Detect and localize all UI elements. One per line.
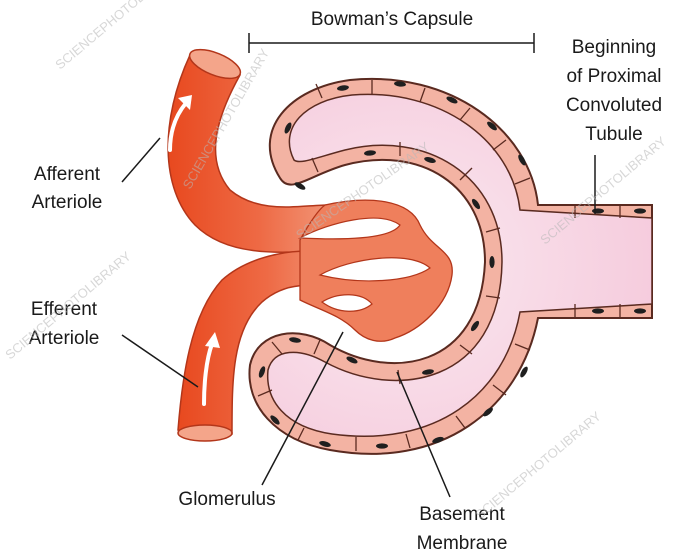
label-proximal-tubule-line-1: Beginning [572, 37, 657, 58]
watermark-6: SCIENCEPHOTOLIBRARY [472, 408, 604, 522]
label-proximal-tubule-line-2: of Proximal [566, 66, 661, 87]
label-proximal-tubule-line-4: Tubule [585, 124, 642, 145]
label-proximal-tubule-line-3: Convoluted [566, 95, 662, 116]
label-glomerulus: Glomerulus [178, 489, 275, 510]
watermark-1: SCIENCEPHOTOLIBRARY [52, 0, 184, 72]
label-afferent-line-1: Afferent [34, 164, 101, 185]
label-basement-membrane-line-2: Membrane [417, 533, 508, 554]
efferent-opening [178, 425, 232, 441]
label-afferent-line-2: Arteriole [32, 192, 103, 213]
label-bowmans-capsule: Bowman’s Capsule [311, 9, 473, 30]
